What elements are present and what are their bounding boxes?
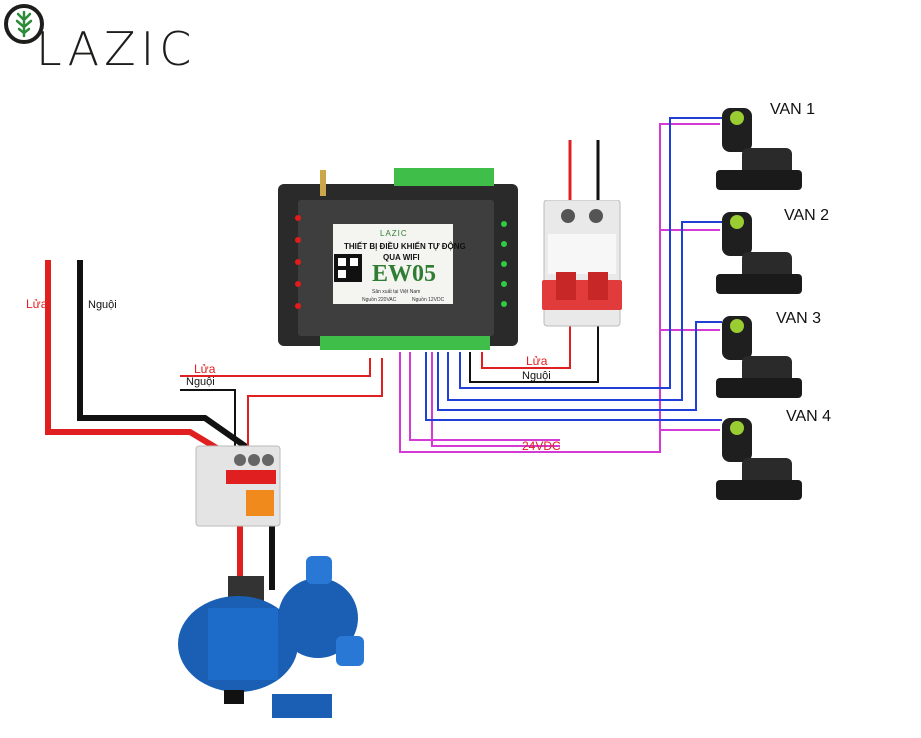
- live-wire-coil-2: [247, 358, 383, 452]
- valve-3: [716, 316, 802, 398]
- controller-ew05: [278, 168, 518, 350]
- neutral-left-label: Nguội: [88, 299, 117, 311]
- live-contactor-label: Lửa: [194, 362, 216, 376]
- status-leds-left: [295, 215, 301, 309]
- valve-4: [716, 418, 802, 500]
- device-title-2: QUA WIFI: [383, 253, 420, 262]
- live-wire-breaker-out: [481, 325, 571, 369]
- live-breaker-label: Lửa: [526, 354, 548, 368]
- water-pump: [178, 556, 364, 718]
- device-power-ac: Nguồn 220VAC: [362, 297, 397, 303]
- leaf-logo-icon: [4, 4, 44, 44]
- neutral-wire-breaker-out: [469, 325, 599, 383]
- dc-bus-label: 24VDC: [522, 439, 561, 453]
- neutral-wire-main: [77, 260, 264, 461]
- device-model: EW05: [372, 261, 437, 287]
- signal-wire-van-4: [425, 352, 722, 421]
- signal-wire-van-2: [447, 221, 722, 401]
- dc-bus-return-1: [409, 352, 560, 441]
- valve-1-label: VAN 1: [770, 101, 816, 118]
- neutral-breaker-label: Nguội: [522, 370, 551, 382]
- live-wire-main: [45, 260, 242, 465]
- valve-3-label: VAN 3: [776, 310, 822, 327]
- antenna-icon: [320, 170, 326, 196]
- live-wire-coil: [180, 358, 371, 377]
- valve-4-label: VAN 4: [786, 408, 832, 425]
- dc-bus-return-2: [431, 352, 560, 447]
- contactor: [195, 445, 281, 527]
- neutral-wire-coil: [180, 389, 236, 452]
- device-made-in: Sản xuất tại Việt Nam: [372, 289, 421, 295]
- signal-wire-van-1: [459, 117, 722, 389]
- neutral-contactor-label: Nguội: [186, 376, 215, 388]
- signal-wire-van-3: [437, 321, 722, 411]
- valve-1: [716, 108, 802, 190]
- valve-2-label: VAN 2: [784, 207, 830, 224]
- device-logo: LAZIC: [380, 229, 408, 238]
- device-title-1: THIẾT BỊ ĐIỀU KHIỂN TỰ ĐỘNG: [344, 242, 466, 251]
- circuit-breaker: [542, 200, 622, 327]
- valve-2: [716, 212, 802, 294]
- status-leds-right: [501, 221, 507, 307]
- dc-bus-wire: [399, 123, 720, 453]
- live-left-label: Lửa: [26, 297, 48, 311]
- brand-logo: LAZIC: [36, 22, 197, 76]
- device-power-dc: Nguồn 12VDC: [412, 297, 445, 303]
